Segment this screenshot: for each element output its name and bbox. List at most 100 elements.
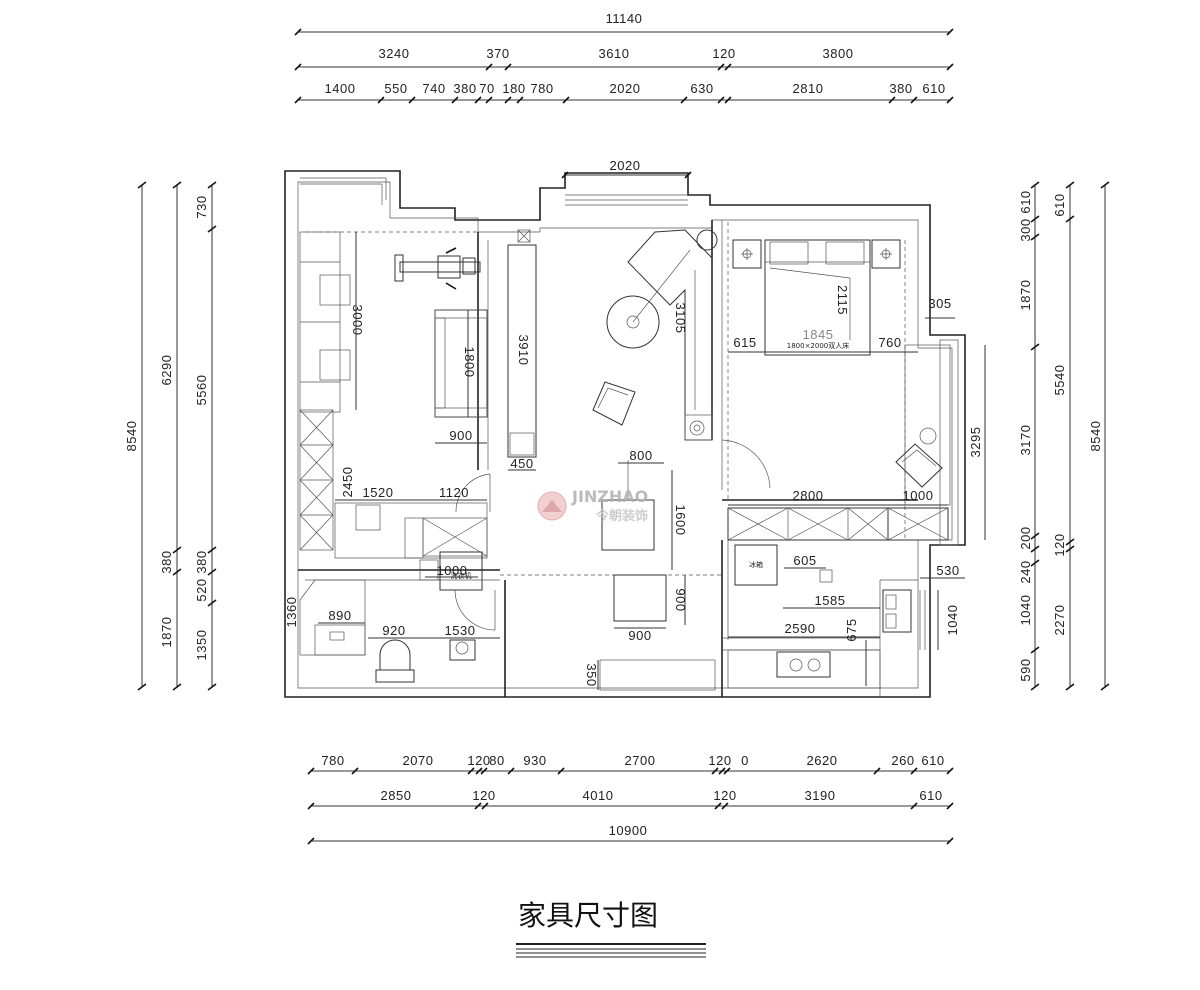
dim-top-3-j: 2810 [793, 81, 824, 96]
washer-label: 洗衣机 [451, 571, 472, 580]
dim-right-inner-f: 240 [1018, 560, 1033, 583]
dim-left-total: 8540 [124, 421, 139, 452]
dim-920: 920 [382, 623, 405, 638]
dim-top-3-l: 610 [922, 81, 945, 96]
left-dimensions: 8540 6290 380 1870 730 5560 380 520 1350 [124, 181, 217, 691]
dim-top-3-h: 2020 [610, 81, 641, 96]
dim-1530: 1530 [445, 623, 476, 638]
dim-left-mid-b: 380 [159, 550, 174, 573]
dim-bot-1-b: 2070 [403, 753, 434, 768]
living-room [507, 229, 771, 691]
dim-bot-2-c: 4010 [583, 788, 614, 803]
dim-bot-2-b: 120 [472, 788, 495, 803]
dim-top-2-b: 370 [486, 46, 509, 61]
dim-left-inner-c: 380 [194, 550, 209, 573]
left-room [299, 231, 491, 559]
dim-window-top: 2020 [610, 158, 641, 173]
dim-900-b: 900 [673, 588, 688, 611]
dim-1585: 1585 [815, 593, 846, 608]
dim-bot-1-f: 2700 [625, 753, 656, 768]
dim-760: 760 [878, 335, 901, 350]
dim-1520: 1520 [363, 485, 394, 500]
dim-bot-1-c: 120 [467, 753, 490, 768]
dim-right-inner-g: 1040 [1018, 595, 1033, 626]
dim-bot-1-k: 610 [921, 753, 944, 768]
dim-800: 800 [629, 448, 652, 463]
dim-top-3-c: 740 [422, 81, 445, 96]
dim-350: 350 [584, 663, 599, 686]
dim-1040: 1040 [945, 605, 960, 636]
dim-right-inner-a: 610 [1018, 190, 1033, 213]
dim-2450: 2450 [340, 467, 355, 498]
dim-450: 450 [510, 456, 533, 471]
dim-bot-1-e: 930 [523, 753, 546, 768]
dim-bot-1-d: 80 [489, 753, 504, 768]
l-sofa [627, 229, 718, 441]
dim-left-mid-a: 6290 [159, 355, 174, 386]
dim-bot-2-e: 3190 [805, 788, 836, 803]
dim-left-inner-b: 5560 [194, 375, 209, 406]
watermark-brand: JINZHAO [571, 487, 648, 506]
dim-right-mid-d: 2270 [1052, 605, 1067, 636]
dim-605: 605 [793, 553, 816, 568]
interior-dimensions: 2020 3000 1800 900 2450 1520 1120 3910 4… [284, 158, 986, 690]
dim-bot-total: 10900 [609, 823, 648, 838]
dim-1845: 1845 [803, 327, 834, 342]
right-dimensions: 610 300 1870 3170 200 240 1040 590 610 5… [1018, 181, 1110, 691]
dim-right-total: 8540 [1088, 421, 1103, 452]
kitchen: 冰箱 [727, 544, 926, 689]
dim-top-3-k: 380 [889, 81, 912, 96]
dim-top-3-b: 550 [384, 81, 407, 96]
dim-1000-a: 1000 [903, 488, 934, 503]
dim-right-inner-c: 1870 [1018, 280, 1033, 311]
dim-right-mid-a: 610 [1052, 193, 1067, 216]
bed-label: 1800×2000双人床 [787, 341, 850, 350]
sofa [434, 309, 488, 418]
dim-bot-1-j: 260 [891, 753, 914, 768]
drawing-title: 家具尺寸图 [518, 899, 658, 932]
dim-top-3-f: 180 [502, 81, 525, 96]
dim-3105: 3105 [673, 303, 688, 334]
dim-top-3-a: 1400 [325, 81, 356, 96]
bathroom: 洗衣机 [299, 551, 496, 683]
dim-right-mid-c: 120 [1052, 533, 1067, 556]
dim-3910: 3910 [516, 335, 531, 366]
dim-1000-b: 1000 [437, 563, 468, 578]
dim-bot-1-g: 120 [708, 753, 731, 768]
dim-1360: 1360 [284, 597, 299, 628]
dim-top-total: 11140 [606, 11, 643, 26]
dim-right-inner-d: 3170 [1018, 425, 1033, 456]
dim-right-mid-b: 5540 [1052, 365, 1067, 396]
dim-2590: 2590 [785, 621, 816, 636]
watermark-logo: JINZHAO 今朝装饰 [537, 487, 648, 524]
fridge-label: 冰箱 [749, 560, 763, 569]
dim-900-a: 900 [449, 428, 472, 443]
dim-left-inner-e: 1350 [194, 630, 209, 661]
dim-top-2-d: 120 [712, 46, 735, 61]
title-underline [516, 943, 706, 958]
dim-right-inner-h: 590 [1018, 658, 1033, 681]
dim-bot-1-i: 2620 [807, 753, 838, 768]
bottom-dimensions: 780 2070 120 80 930 2700 120 0 2620 260 … [307, 753, 954, 845]
dim-top-3-e: 70 [479, 81, 494, 96]
dim-top-2-e: 3800 [823, 46, 854, 61]
watermark-cn: 今朝装饰 [595, 508, 648, 524]
top-dimensions: 11140 3240 370 3610 120 3800 [294, 11, 954, 104]
dim-890: 890 [328, 608, 351, 623]
dim-top-2-a: 3240 [379, 46, 410, 61]
walls [284, 170, 966, 698]
dim-bot-1-a: 780 [321, 753, 344, 768]
dim-bot-1-h: 0 [741, 753, 749, 768]
dim-left-mid-c: 1870 [159, 617, 174, 648]
dim-305: 305 [928, 296, 951, 311]
dim-530: 530 [936, 563, 959, 578]
dim-1120: 1120 [439, 485, 469, 500]
dim-right-inner-b: 300 [1018, 218, 1033, 241]
dim-615: 615 [733, 335, 756, 350]
dim-2115: 2115 [835, 285, 850, 315]
dim-top-2-c: 3610 [599, 46, 630, 61]
exercise-machine [394, 247, 481, 290]
dim-left-inner-d: 520 [194, 578, 209, 601]
dim-2800: 2800 [793, 488, 824, 503]
